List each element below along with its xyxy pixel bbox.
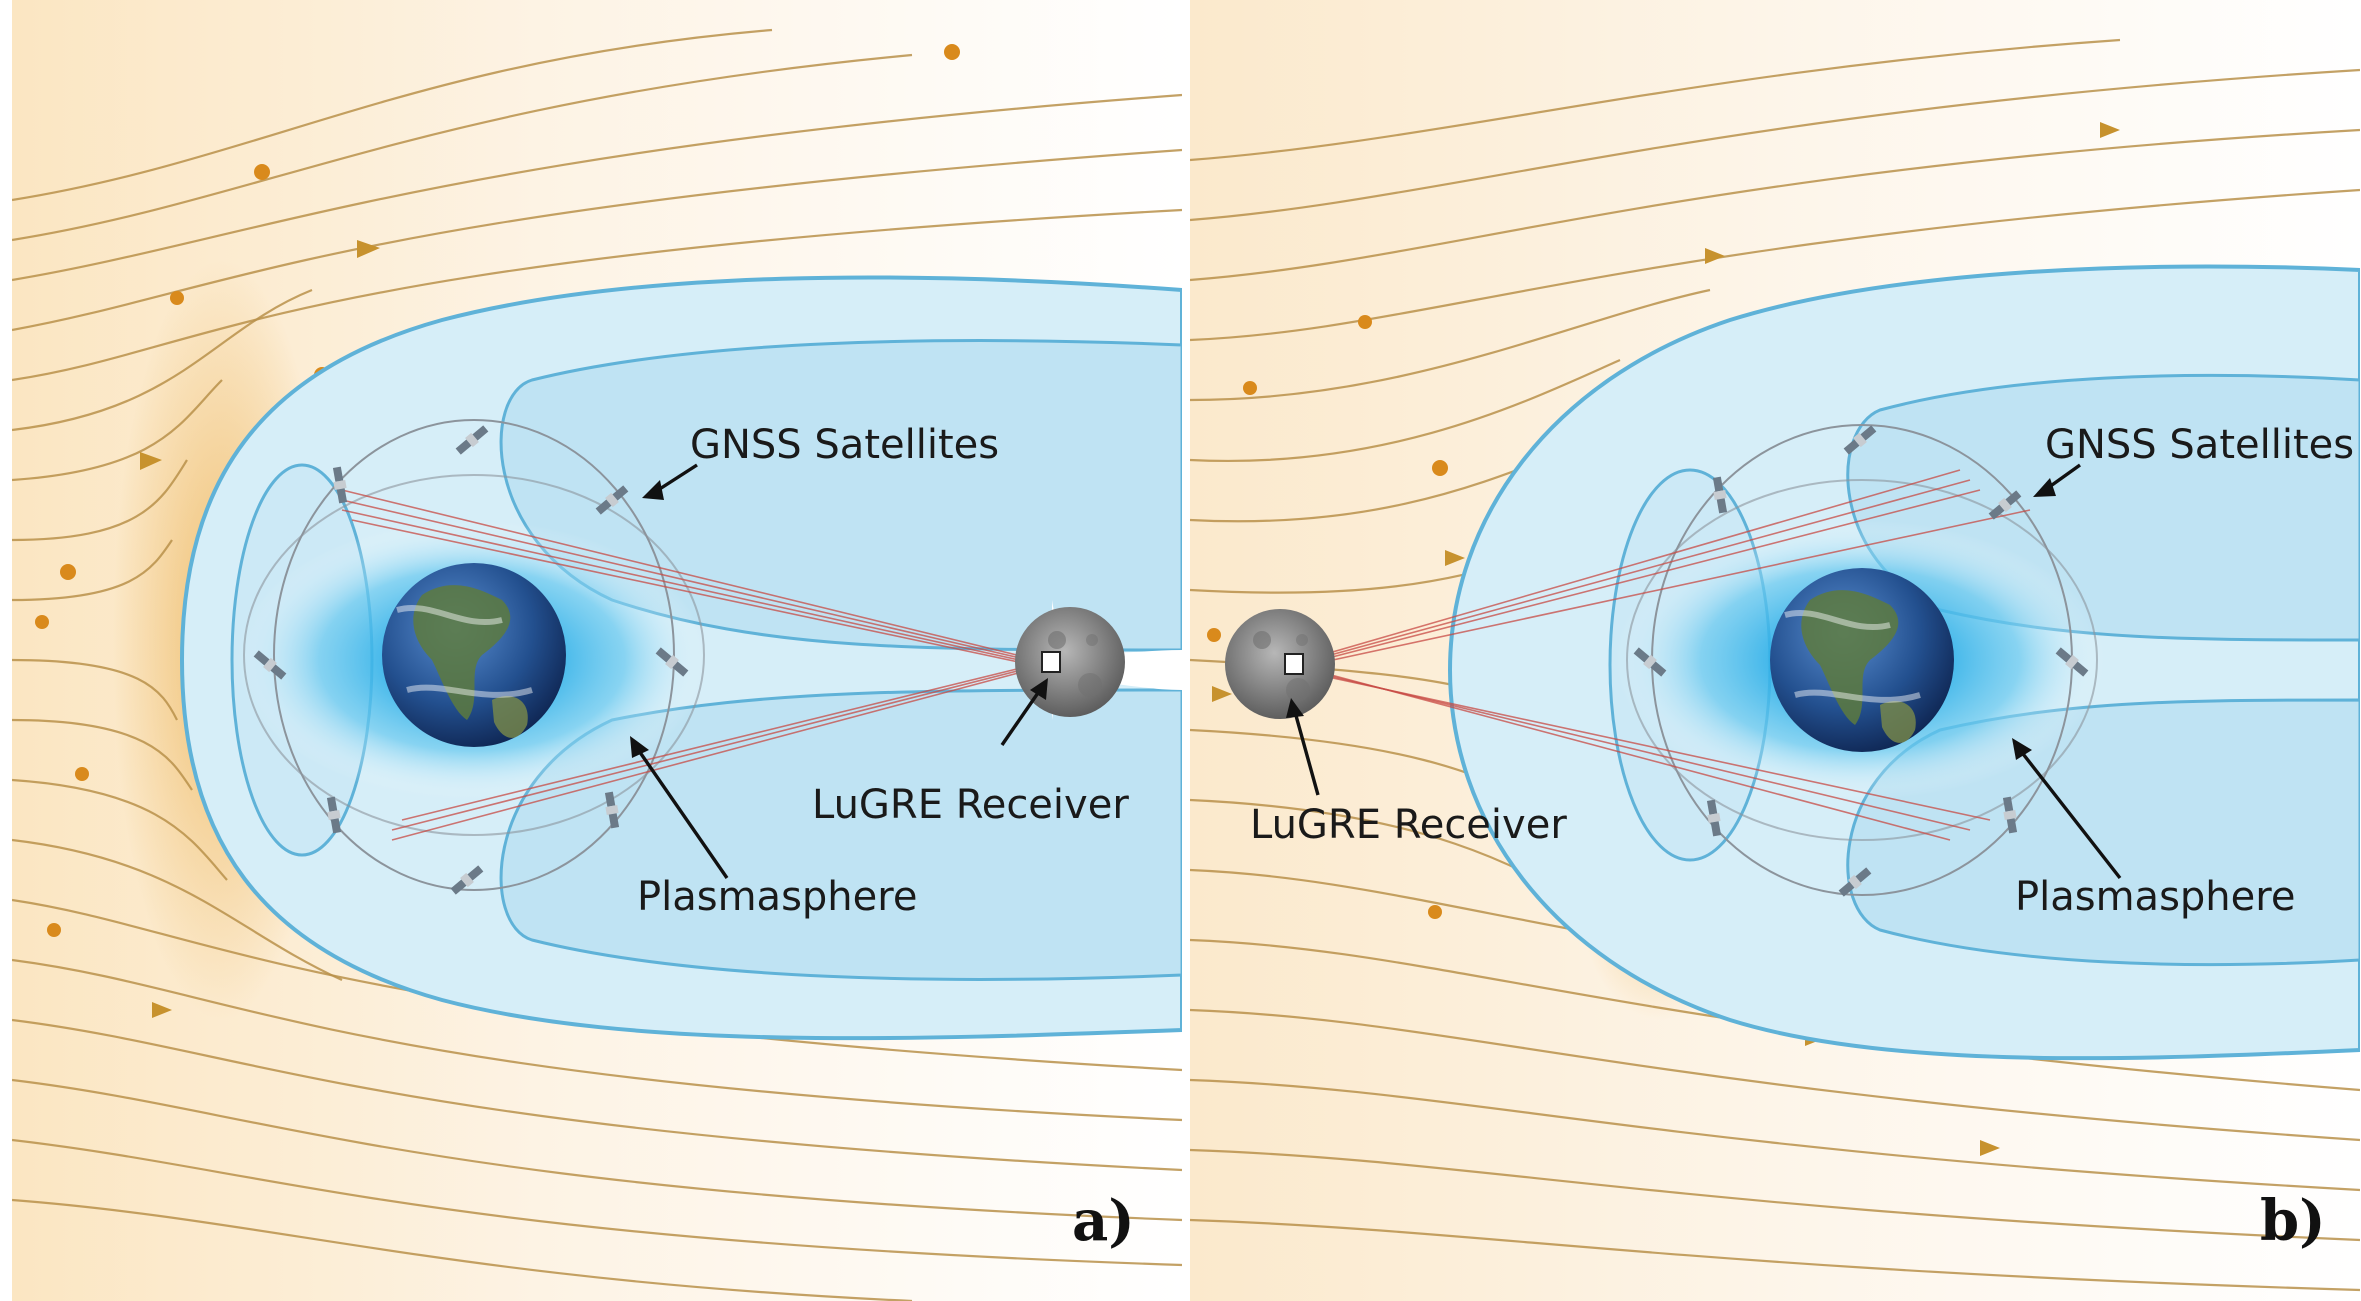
panel-label: b) (2260, 1188, 2326, 1254)
satellite-icon (1838, 867, 1872, 897)
receiver-icon (1284, 653, 1304, 675)
signal-rays (1304, 469, 2031, 841)
satellite-icon (1843, 425, 1877, 455)
solar-wind-arrows (140, 240, 380, 1018)
satellite-icon (455, 425, 489, 455)
plasmasphere-label: Plasmasphere (637, 874, 917, 920)
gnss-orbit-inner (243, 474, 705, 836)
satellite-icon (2002, 796, 2018, 834)
satellite-icon (326, 796, 342, 834)
gnss-satellites-label: GNSS Satellites (2045, 422, 2354, 468)
satellite-icon (604, 791, 620, 829)
gnss-orbit-inner (1626, 479, 2098, 841)
satellite-icon (1712, 476, 1728, 514)
lugre-receiver-label: LuGRE Receiver (812, 782, 1129, 828)
panel-a-diagram: GNSS Satellites LuGRE Receiver Plasmasph… (12, 0, 1182, 1301)
solar-wind-field-lines (12, 28, 1182, 1301)
satellite-icon (655, 647, 689, 677)
satellite-icon (253, 650, 287, 680)
plasmasphere-label: Plasmasphere (2015, 874, 2295, 920)
satellite-icon (450, 865, 484, 895)
panel-a: GNSS Satellites LuGRE Receiver Plasmasph… (12, 0, 1182, 1301)
satellite-icon (1706, 799, 1722, 837)
earth-icon (382, 563, 566, 747)
satellite-icon (595, 485, 629, 515)
lugre-receiver-label: LuGRE Receiver (1250, 802, 1567, 848)
earth-icon (1770, 568, 1954, 752)
solar-wind-particles (35, 44, 960, 937)
moon-icon (1225, 609, 1335, 719)
satellite-icon (2055, 647, 2089, 677)
label-pointers (630, 463, 1048, 879)
satellite-icon (1988, 490, 2022, 520)
panel-label: a) (1072, 1188, 1135, 1254)
satellite-icon (332, 466, 348, 504)
gnss-satellites-label: GNSS Satellites (690, 422, 999, 468)
signal-rays (341, 489, 1038, 841)
panel-b-diagram: GNSS Satellites LuGRE Receiver Plasmasph… (1190, 0, 2360, 1301)
satellite-icon (1633, 647, 1667, 677)
label-pointers (1286, 463, 2122, 880)
solar-wind-particles (1207, 315, 1448, 919)
gnss-orbit (273, 419, 675, 891)
receiver-icon (1041, 651, 1061, 673)
panel-b: GNSS Satellites LuGRE Receiver Plasmasph… (1190, 0, 2360, 1301)
